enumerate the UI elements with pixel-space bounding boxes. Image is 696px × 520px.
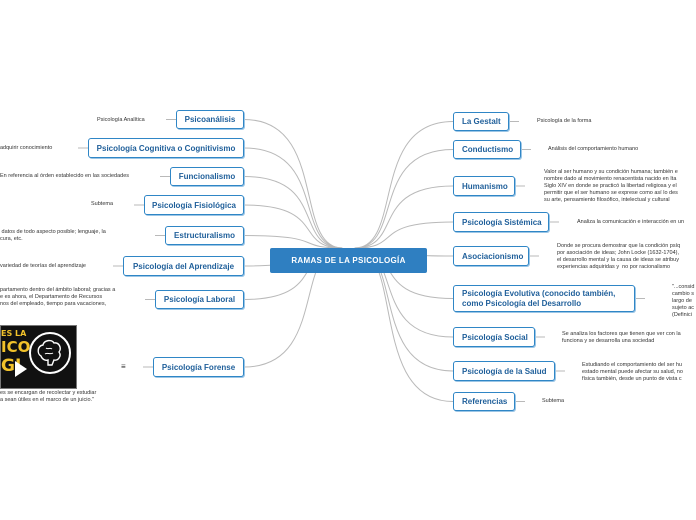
note-salud: Estudiando el comportamiento del ser hu … xyxy=(582,362,683,382)
topic-psicologia-social[interactable]: Psicología Social xyxy=(453,327,535,347)
note-gestalt: Psicología de la forma xyxy=(537,118,592,124)
connector-cognitiva xyxy=(243,147,343,249)
topic-estructuralismo[interactable]: Estructuralismo xyxy=(165,226,244,245)
topic-psicologia-salud[interactable]: Psicología de la Salud xyxy=(453,361,555,381)
topic-referencias[interactable]: Referencias xyxy=(453,392,515,411)
topic-psicologia-aprendizaje[interactable]: Psicología del Aprendizaje xyxy=(123,256,244,276)
brain-icon xyxy=(29,332,71,374)
psicologia-thumbnail-image[interactable]: ES LA ICO GI xyxy=(0,325,77,389)
note-aprendizaje: variedad de teorías del aprendizaje xyxy=(0,263,86,269)
connector-conductismo xyxy=(354,149,454,249)
note-evolutiva: "...consid cambio s largo de sujeto ac (… xyxy=(672,284,695,318)
topic-asociacionismo[interactable]: Asociacionismo xyxy=(453,246,529,266)
note-funcionalismo: En referencia al órden establecido en la… xyxy=(0,173,130,179)
notes-icon[interactable]: ≡ xyxy=(121,362,126,371)
topic-psicologia-evolutiva[interactable]: Psicología Evolutiva (conocido también, … xyxy=(453,285,635,312)
thumbnail-text-2: ICO xyxy=(1,338,31,356)
topic-humanismo[interactable]: Humanismo xyxy=(453,176,515,196)
topic-psicologia-laboral[interactable]: Psicología Laboral xyxy=(155,290,244,309)
connector-psicoanalisis xyxy=(243,119,343,249)
note-psicoanalisis: Psicología Analítica xyxy=(97,117,145,123)
note-referencias: Subtema xyxy=(542,398,565,404)
topic-psicoanalisis[interactable]: Psicoanálisis xyxy=(176,110,244,129)
note-laboral: partamento dentro del ámbito laboral; gr… xyxy=(0,287,116,307)
topic-la-gestalt[interactable]: La Gestalt xyxy=(453,112,509,131)
central-topic[interactable]: RAMAS DE LA PSICOLOGÍA xyxy=(270,248,427,273)
topic-funcionalismo[interactable]: Funcionalismo xyxy=(170,167,244,186)
note-estructuralismo: datos de todo aspecto posible; lenguaje,… xyxy=(0,229,106,242)
connector-funcionalismo xyxy=(243,176,343,249)
play-icon xyxy=(15,361,27,377)
note-forense: es se encargan de recolectar y estudiar … xyxy=(0,390,97,403)
note-cognitiva: adquirir conocimiento xyxy=(0,145,53,151)
note-humanismo: Valor al ser humano y su condición human… xyxy=(544,169,678,203)
topic-psicologia-cognitiva[interactable]: Psicología Cognitiva o Cognitivismo xyxy=(88,138,244,158)
topic-conductismo[interactable]: Conductismo xyxy=(453,140,521,159)
connector-sistemica xyxy=(354,221,454,249)
note-conductismo: Análisis del comportamiento humano xyxy=(548,146,639,152)
connector-fisiologica xyxy=(243,204,343,249)
connector-gestalt xyxy=(354,121,454,249)
note-social: Se analiza los factores que tienen que v… xyxy=(562,331,681,344)
note-sistemica: Analiza la comunicación e interacción en… xyxy=(577,219,685,225)
topic-psicologia-sistemica[interactable]: Psicología Sistémica xyxy=(453,212,549,232)
connector-humanismo xyxy=(354,185,454,249)
topic-psicologia-forense[interactable]: Psicología Forense xyxy=(153,357,244,377)
topic-psicologia-fisiologica[interactable]: Psicología Fisiológica xyxy=(144,195,244,215)
thumbnail-text-1: ES LA xyxy=(1,329,27,338)
note-fisiologica: Subtema xyxy=(91,201,114,207)
note-asociacionismo: Donde se procura demostrar que la condic… xyxy=(557,243,681,270)
connector-estructuralismo xyxy=(243,235,343,249)
